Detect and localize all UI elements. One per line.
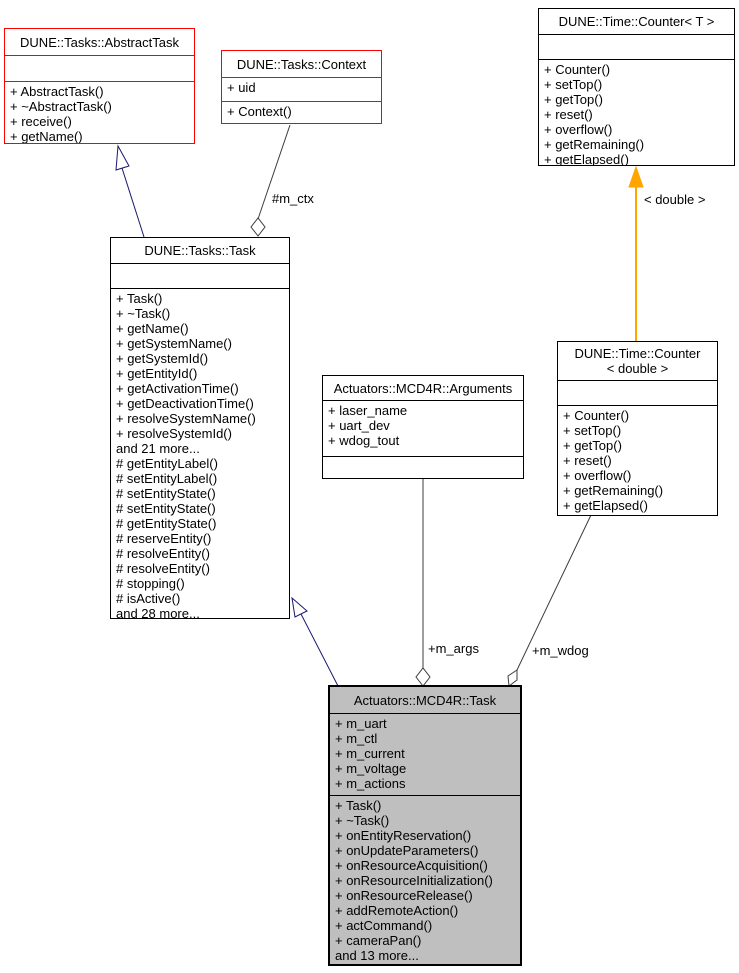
aggregation-edge-arguments-mcd4rtask — [415, 479, 431, 687]
class-methods: + Task() + ~Task() + getName() + getSyst… — [111, 287, 289, 618]
class-title: DUNE::Time::Counter < double > — [574, 346, 701, 376]
class-title: DUNE::Tasks::Task — [144, 243, 256, 258]
class-title: Actuators::MCD4R::Arguments — [333, 380, 513, 396]
class-box-dune-tasks-context[interactable]: DUNE::Tasks::Context + uid + Context() — [221, 50, 382, 124]
class-title: DUNE::Tasks::AbstractTask — [20, 34, 179, 50]
solid-triangle-arrowhead — [628, 165, 644, 188]
class-methods: + Task() + ~Task() + onEntityReservation… — [330, 795, 520, 964]
class-methods — [323, 456, 523, 478]
class-box-dune-time-counter-double[interactable]: DUNE::Time::Counter < double > + Counter… — [557, 341, 718, 516]
edge-label-template-double: < double > — [644, 192, 706, 207]
class-attributes: + laser_name + uart_dev + wdog_tout — [323, 400, 523, 456]
edge-label-m-ctx: #m_ctx — [272, 191, 314, 206]
class-attributes: + uid — [222, 77, 381, 101]
aggregation-edge-context-task — [250, 124, 291, 237]
class-methods: + Context() — [222, 101, 381, 123]
template-edge-counterdouble-countert — [628, 165, 644, 341]
class-methods: + Counter() + setTop() + getTop() + rese… — [558, 405, 717, 515]
class-box-actuators-mcd4r-arguments[interactable]: Actuators::MCD4R::Arguments + laser_name… — [322, 375, 524, 479]
open-diamond — [250, 217, 266, 237]
class-box-dune-time-counter-t[interactable]: DUNE::Time::Counter< T > + Counter() + s… — [538, 8, 735, 166]
class-attributes — [539, 34, 734, 59]
class-box-actuators-mcd4r-task: Actuators::MCD4R::Task + m_uart + m_ctl … — [328, 685, 522, 966]
open-diamond — [415, 667, 431, 687]
hollow-triangle-arrowhead — [291, 596, 308, 618]
inheritance-edge-task-abstracttask — [115, 144, 145, 238]
class-box-dune-tasks-abstracttask[interactable]: DUNE::Tasks::AbstractTask + AbstractTask… — [4, 28, 195, 144]
open-diamond — [507, 669, 518, 687]
edge-label-m-args: +m_args — [428, 641, 479, 656]
hollow-triangle-arrowhead — [115, 144, 130, 171]
edge-label-m-wdog: +m_wdog — [532, 643, 589, 658]
class-attributes — [5, 55, 194, 81]
class-title: DUNE::Tasks::Context — [236, 56, 367, 72]
inheritance-edge-mcd4rtask-task — [291, 596, 339, 687]
class-attributes — [558, 380, 717, 405]
aggregation-edge-counterdouble-mcd4rtask — [507, 514, 592, 687]
class-box-dune-tasks-task[interactable]: DUNE::Tasks::Task + Task() + ~Task() + g… — [110, 237, 290, 619]
class-attributes: + m_uart + m_ctl + m_current + m_voltage… — [330, 713, 520, 795]
class-title: DUNE::Time::Counter< T > — [558, 14, 715, 29]
class-attributes — [111, 263, 289, 288]
class-methods: + Counter() + setTop() + getTop() + rese… — [539, 58, 734, 165]
class-methods: + AbstractTask() + ~AbstractTask() + rec… — [5, 80, 194, 143]
class-title: Actuators::MCD4R::Task — [353, 692, 497, 708]
